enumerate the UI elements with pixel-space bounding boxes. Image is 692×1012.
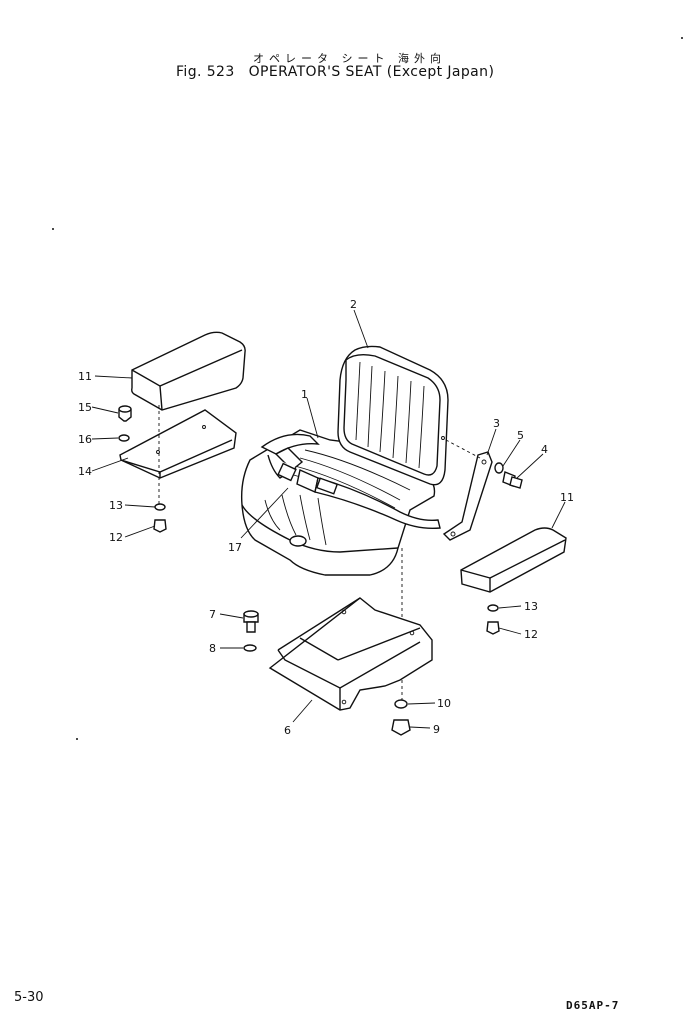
bracket-3 [442, 451, 493, 541]
callout-11-right: 11 [560, 491, 574, 504]
callout-17: 17 [228, 541, 242, 554]
callout-5: 5 [517, 429, 524, 442]
washer-8 [243, 644, 257, 652]
washer-5 [494, 462, 504, 474]
assembly-line-3 [445, 439, 481, 459]
callout-1: 1 [301, 388, 308, 401]
callout-16: 16 [78, 433, 92, 446]
callout-14: 14 [78, 465, 92, 478]
callout-15: 15 [78, 401, 92, 414]
figure-number: Fig. 523 [176, 64, 235, 80]
leader-lines [91, 309, 566, 729]
scan-dot [76, 738, 78, 740]
bolt-4 [502, 471, 523, 489]
seat-back [337, 345, 449, 486]
callout-7: 7 [209, 608, 216, 621]
figure-title: Fig. 523 OPERATOR'S SEAT (Except Japan) [176, 64, 494, 80]
base-plate [268, 597, 433, 711]
armrest-pad-right [460, 527, 567, 593]
nut-9 [391, 719, 411, 736]
scan-dot [681, 37, 683, 39]
callout-13-left: 13 [109, 499, 123, 512]
callout-2: 2 [350, 298, 357, 311]
model-code: D65AP-7 [566, 999, 620, 1012]
scan-dot [52, 228, 54, 230]
nut-12-right [486, 621, 500, 635]
armrest-bracket-left [119, 409, 237, 479]
callout-6: 6 [284, 724, 291, 737]
washer-16 [118, 434, 130, 442]
callout-3: 3 [493, 417, 500, 430]
washer-10 [394, 699, 408, 709]
japanese-title: オペレータ シート 海外向 [253, 52, 446, 65]
figure-title-text: OPERATOR'S SEAT (Except Japan) [248, 64, 495, 80]
callout-13-right: 13 [524, 600, 538, 613]
washer-13-right [487, 604, 499, 612]
callout-11-left: 11 [78, 370, 92, 383]
callout-9: 9 [433, 723, 440, 736]
callout-12-left: 12 [109, 531, 123, 544]
armrest-pad-left [131, 331, 246, 411]
page-number: 5-30 [14, 990, 44, 1005]
callout-10: 10 [437, 697, 451, 710]
washer-13-left [154, 503, 166, 511]
callout-8: 8 [209, 642, 216, 655]
knob-15 [118, 405, 132, 422]
callout-12-right: 12 [524, 628, 538, 641]
bolt-7 [243, 610, 259, 633]
callout-4: 4 [541, 443, 548, 456]
nut-12-left [153, 519, 167, 533]
seat-belt [260, 433, 441, 530]
